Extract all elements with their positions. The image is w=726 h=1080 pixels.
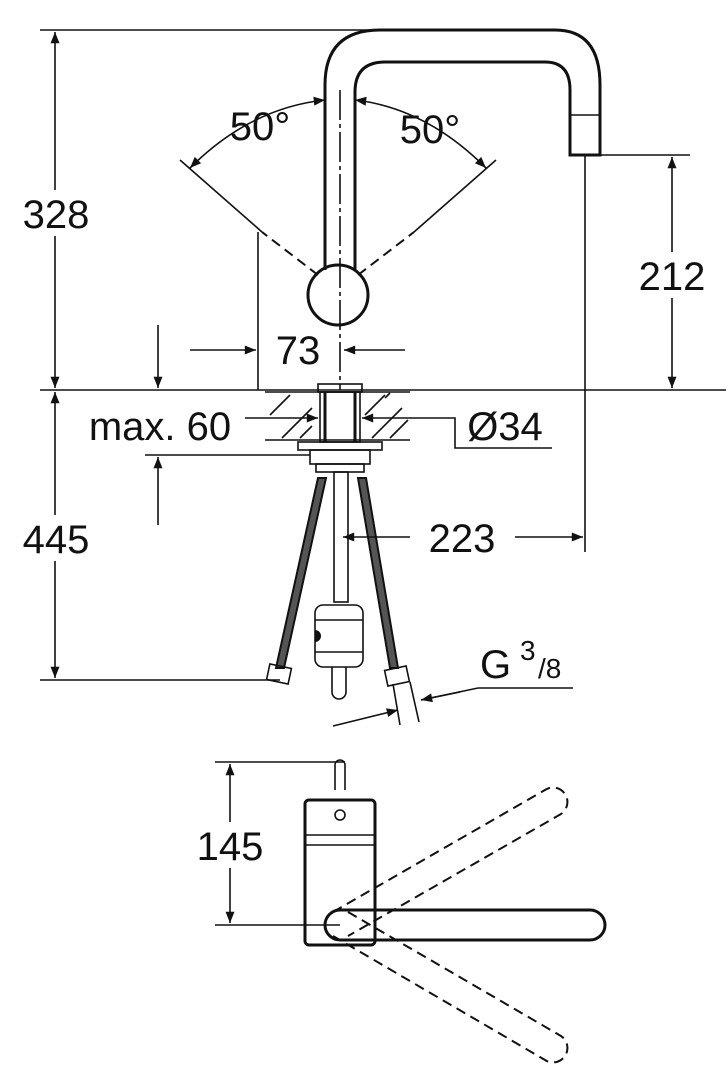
dim-label-145: 145 (197, 825, 264, 869)
supply-hoses (265, 471, 420, 726)
dim-label-328: 328 (23, 193, 90, 237)
dim-label-50-left: 50° (230, 105, 291, 149)
dimension-223: 223 (343, 517, 583, 561)
dim-label-50-right: 50° (400, 108, 461, 152)
handle: 50° 50° (179, 96, 497, 327)
dim-label-diameter-34: Ø34 (467, 405, 543, 449)
top-view: 145 (190, 759, 607, 1064)
dim-label-thread-g: G (480, 643, 511, 687)
deck-section (265, 383, 410, 473)
dimension-212: 212 (630, 157, 720, 388)
reference-lines (40, 29, 726, 681)
dimension-diameter-34: Ø34 (362, 405, 552, 449)
dim-label-thread-den: /8 (538, 653, 561, 684)
dim-label-212: 212 (639, 255, 706, 299)
dim-label-73: 73 (276, 329, 321, 373)
dimension-max-60: max. 60 (89, 325, 318, 525)
dimension-328: 328 (10, 32, 100, 388)
dim-label-thread-num: 3 (520, 635, 536, 666)
dimension-thread-g38: G 3 /8 (332, 635, 573, 727)
faucet-spout (323, 28, 602, 390)
dimension-445: 445 (10, 392, 100, 678)
dimension-73: 73 (190, 232, 405, 390)
dim-label-max-60: max. 60 (89, 405, 231, 449)
dim-label-223: 223 (429, 517, 496, 561)
dim-label-445: 445 (23, 518, 90, 562)
